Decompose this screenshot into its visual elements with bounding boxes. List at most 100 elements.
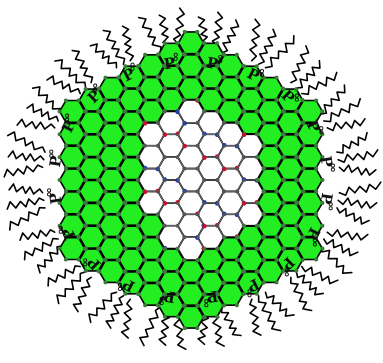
lattice-atom [176,156,179,159]
ligand-p-label: P [317,155,337,169]
lattice-atom [223,191,226,194]
lattice-atom [295,109,299,113]
alkyl-chain [17,119,55,129]
lattice-atom [144,145,147,148]
lattice-atom [262,213,266,217]
lattice-atom [197,144,200,147]
alkyl-chain [38,246,62,273]
lattice-atom [196,75,200,79]
lattice-atom [137,247,141,251]
core-ring [178,123,203,145]
lattice-atom [176,247,180,251]
lattice-atom [123,133,127,137]
lattice-atom [242,247,246,251]
lattice-atom [176,225,179,228]
lattice-atom [143,281,147,285]
lattice-atom [137,87,141,91]
core-ring [218,169,243,191]
lattice-atom [183,259,187,263]
lattice-atom [196,281,200,285]
lattice-atom [275,144,279,148]
lattice-atom [202,224,206,228]
lattice-atom [123,179,127,183]
lattice-atom [163,133,167,137]
lattice-atom [314,190,318,194]
ligand-oxygen-mark [48,189,51,192]
alkyl-chain [302,267,338,284]
lattice-atom [196,52,200,56]
lattice-atom [97,155,101,159]
lattice-atom [104,236,108,240]
lattice-atom [183,121,187,125]
lattice-atom [195,326,199,330]
lattice-atom [222,53,226,57]
alkyl-chain [338,198,377,208]
lattice-atom [256,155,260,159]
alkyl-chain [327,119,365,131]
lattice-atom [77,213,81,217]
lattice-atom [243,179,246,182]
lattice-atom [137,201,140,204]
lattice-atom [123,156,127,160]
lattice-atom [137,156,140,159]
alkyl-chain [10,208,45,230]
lattice-atom [117,212,121,216]
shell-ring [297,169,322,191]
lattice-atom [163,270,167,274]
core-ring [198,181,223,203]
lattice-atom [242,201,246,205]
lattice-atom [222,236,226,240]
lattice-atom [117,235,121,239]
lattice-atom [203,247,207,251]
lattice-atom [157,75,161,79]
lattice-atom [203,270,207,274]
lattice-atom [223,145,226,148]
lattice-atom [236,98,240,102]
alkyl-chain [140,307,160,345]
alkyl-chain [20,230,55,240]
shell-ring [119,181,144,203]
alkyl-chain [338,150,378,162]
lattice-atom [262,280,266,284]
lattice-atom [143,303,147,307]
lattice-atom [176,87,180,91]
lattice-atom [183,144,187,148]
alkyl-chain [291,46,309,83]
lattice-atom [262,144,266,148]
lattice-atom [217,133,220,136]
lattice-atom [137,224,141,228]
lattice-atom [84,247,88,251]
lattice-atom [137,292,141,296]
lattice-atom [97,178,101,182]
lattice-atom [123,110,127,114]
lattice-atom [143,99,147,103]
lattice-atom [262,121,266,125]
ligand-p-label: P [46,192,66,206]
alkyl-chain [139,18,161,53]
lattice-atom [84,133,88,137]
lattice-atom [117,75,121,79]
lattice-atom [163,179,166,182]
lattice-atom [195,30,199,34]
lattice-atom [64,99,68,103]
lattice-atom [177,179,180,182]
lattice-atom [203,202,206,205]
lattice-atom [314,99,318,103]
lattice-atom [84,179,88,183]
lattice-atom [262,259,266,263]
lattice-atom [236,144,239,147]
lattice-atom [256,224,260,228]
lattice-atom [275,121,279,125]
lattice-atom [143,76,147,80]
lattice-atom [217,201,220,204]
alkyl-chain [55,60,86,88]
lattice-atom [262,236,266,240]
lattice-atom [64,167,68,171]
lattice-atom [123,224,127,228]
lattice-atom [275,259,279,263]
alkyl-chain [74,277,92,311]
lattice-atom [157,190,160,193]
lattice-atom [282,247,286,251]
lattice-atom [176,133,179,136]
lattice-atom [117,167,121,171]
